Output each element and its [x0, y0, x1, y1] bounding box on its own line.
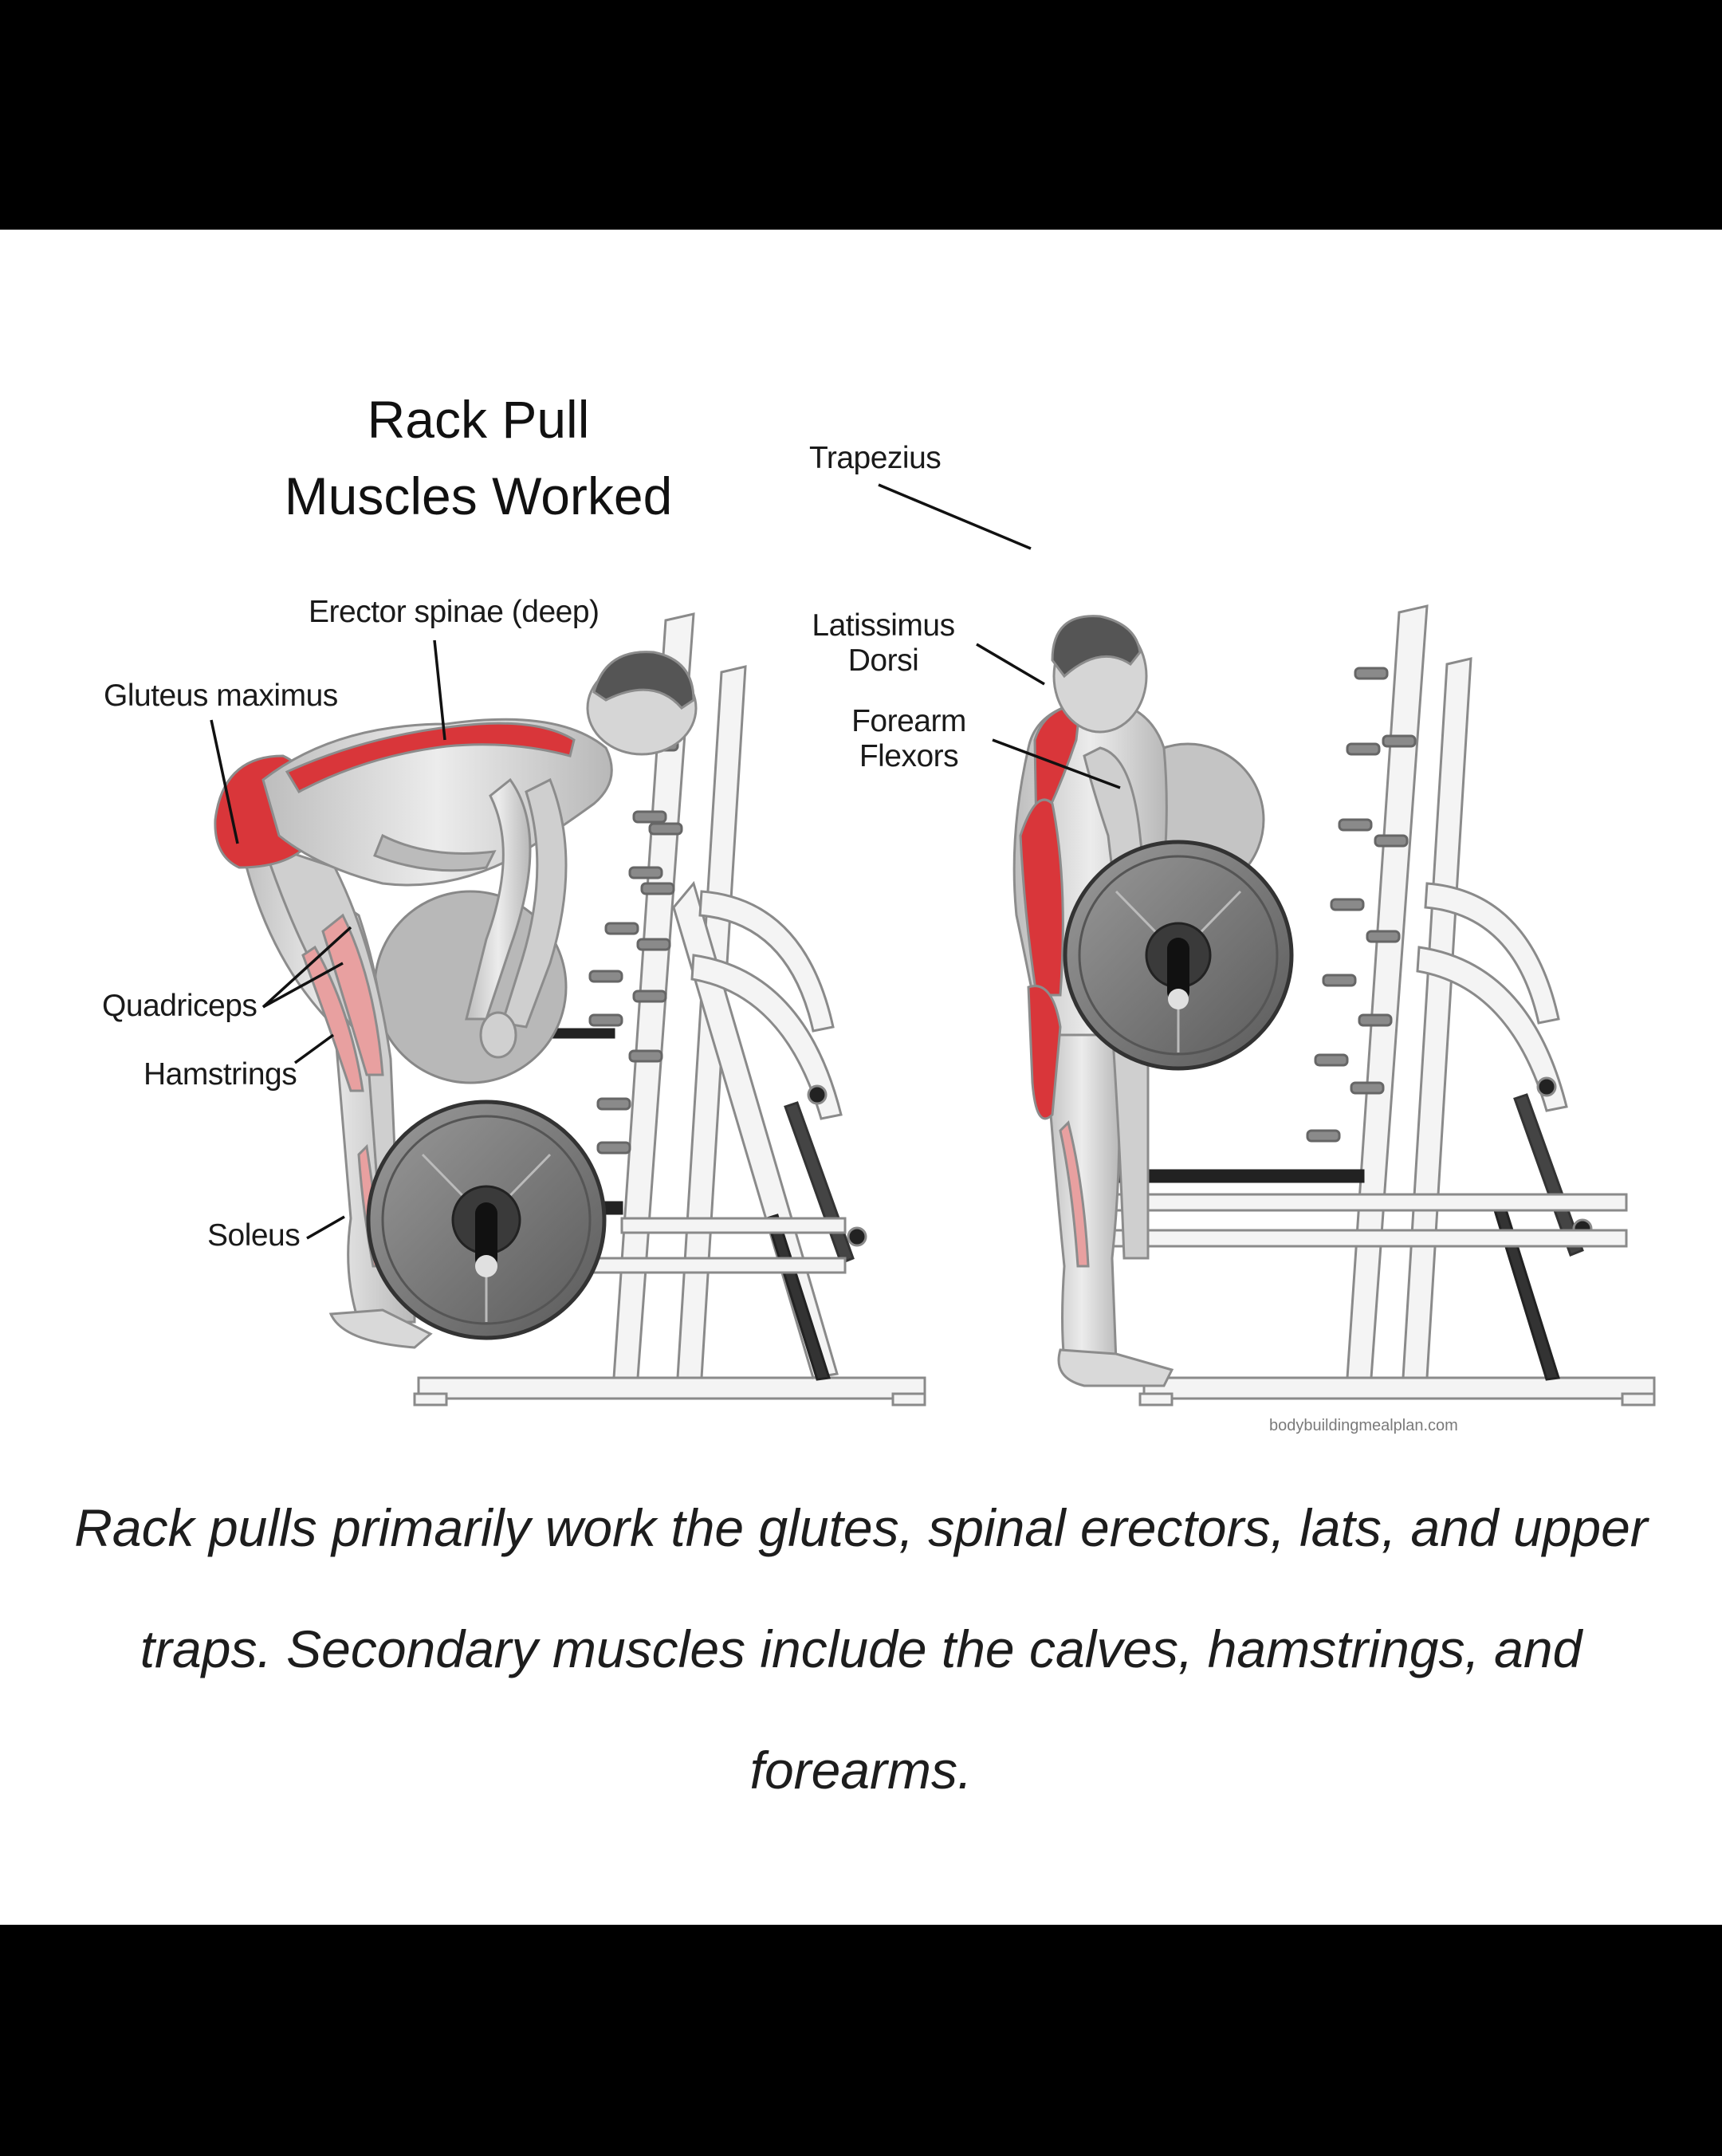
right-power-rack — [1067, 604, 1656, 1407]
illustration-drawing — [210, 483, 1656, 1407]
label-latissimus-line-1: Latissimus — [812, 608, 955, 643]
label-latissimus-line-2: Dorsi — [847, 643, 919, 678]
label-forearm-line-2: Flexors — [859, 739, 959, 773]
bottom-black-bar — [0, 1925, 1722, 2156]
top-black-bar — [0, 0, 1722, 230]
label-forearm-flexors: Forearm Flexors — [829, 704, 989, 774]
label-quadriceps: Quadriceps — [102, 989, 258, 1023]
diagram-title: Rack Pull Muscles Worked — [183, 381, 773, 534]
label-trapezius: Trapezius — [809, 441, 942, 475]
right-front-plate-body — [1063, 840, 1294, 1071]
label-gluteus-maximus: Gluteus maximus — [104, 679, 338, 713]
right-figure-standing — [1012, 615, 1174, 1387]
image-content: Rack Pull Muscles Worked Erector spinae … — [0, 230, 1722, 1925]
title-line-1: Rack Pull — [367, 390, 590, 449]
label-forearm-line-1: Forearm — [851, 704, 966, 738]
rack-pull-illustration: Rack Pull Muscles Worked Erector spinae … — [0, 230, 1722, 1466]
label-leader-lines — [210, 483, 1121, 1240]
left-power-rack — [413, 612, 926, 1407]
left-rack-base — [417, 1376, 926, 1400]
right-rack-base — [1142, 1376, 1656, 1400]
label-latissimus-dorsi: Latissimus Dorsi — [804, 608, 963, 679]
left-front-plate — [366, 1100, 607, 1340]
caption-text: Rack pulls primarily work the glutes, sp… — [74, 1498, 1648, 1800]
watermark: bodybuildingmealplan.com — [1269, 1417, 1458, 1434]
label-soleus: Soleus — [207, 1218, 301, 1253]
label-hamstrings: Hamstrings — [144, 1057, 297, 1092]
title-line-2: Muscles Worked — [284, 466, 673, 525]
label-erector-spinae: Erector spinae (deep) — [309, 595, 600, 629]
